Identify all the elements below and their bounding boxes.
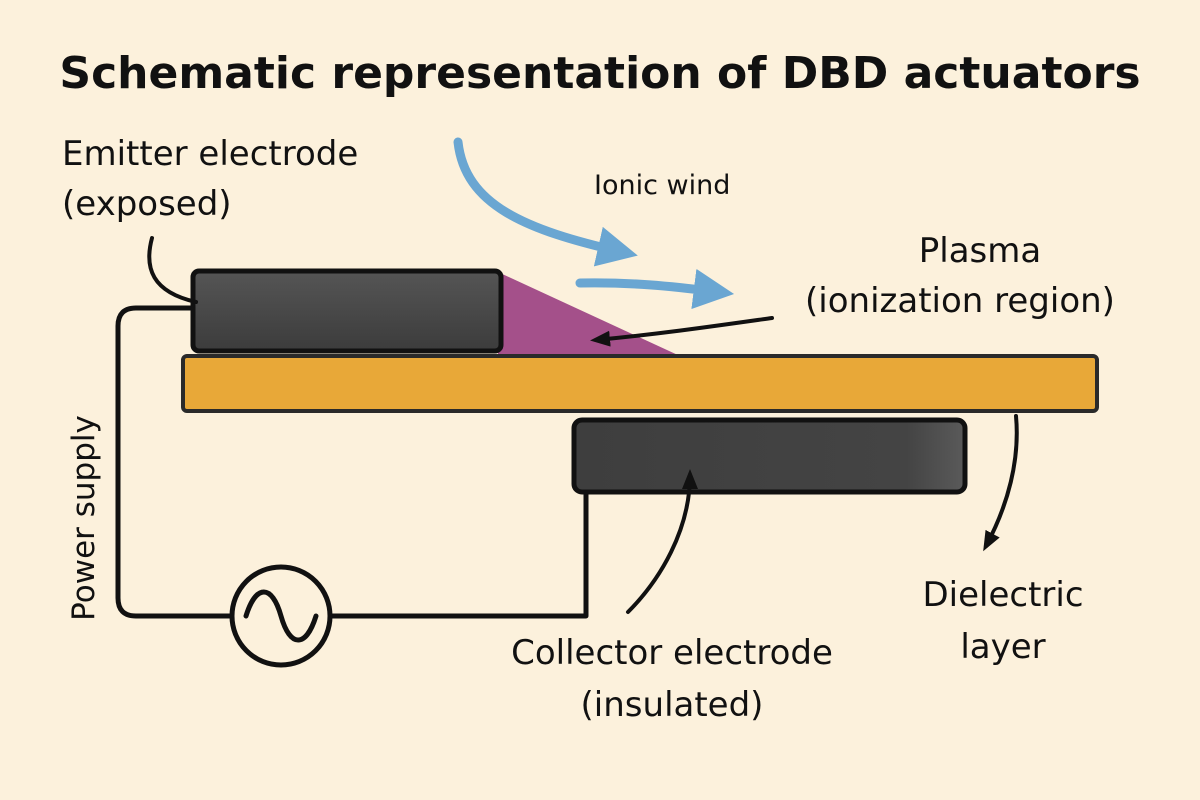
collector-label-line2: (insulated) (581, 685, 764, 725)
ionic-wind-arrow-lower (575, 268, 735, 310)
power-supply-label: Power supply (66, 415, 102, 621)
ac-sine-icon (229, 564, 333, 668)
emitter-label-line2: (exposed) (62, 184, 232, 224)
emitter-label-line1: Emitter electrode (62, 134, 358, 174)
plasma-leader-arrow (590, 316, 774, 347)
ionic-wind-arrow-upper (453, 137, 638, 267)
collector-wire (330, 490, 589, 619)
plasma-label-line2: (ionization region) (805, 281, 1115, 321)
collector-leader-arrow (626, 469, 698, 614)
power-supply-wire (115, 305, 232, 619)
dielectric-leader-arrow (983, 414, 1019, 552)
dielectric-layer (181, 354, 1099, 413)
ionic-wind-label: Ionic wind (594, 170, 730, 201)
diagram-title: Schematic representation of DBD actuator… (59, 48, 1140, 99)
collector-label-line1: Collector electrode (511, 633, 833, 673)
emitter-leader-line (147, 236, 198, 304)
dielectric-label-line2: layer (960, 627, 1045, 667)
emitter-electrode (190, 268, 504, 354)
plasma-label-line1: Plasma (919, 231, 1041, 271)
dielectric-label-line1: Dielectric (922, 575, 1083, 615)
collector-electrode (571, 417, 968, 495)
